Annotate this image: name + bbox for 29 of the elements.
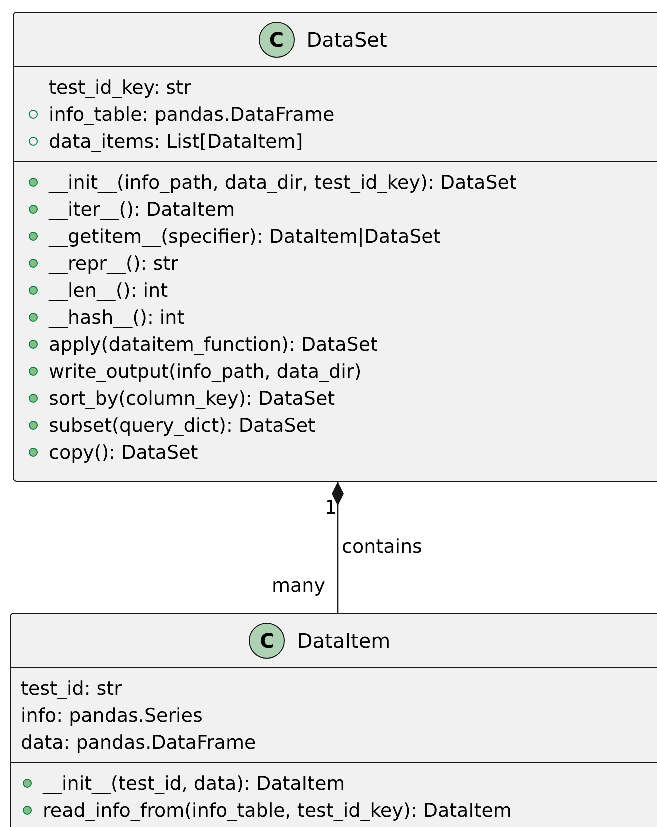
class-name: DataSet — [306, 28, 388, 52]
attribute: test_id: str — [21, 678, 122, 700]
method: __iter__(): DataItem — [49, 198, 236, 220]
attribute: test_id_key: str — [49, 76, 192, 98]
attribute: info_table: pandas.DataFrame — [49, 104, 335, 126]
method: __init__(test_id, data): DataItem — [43, 772, 346, 794]
method: write_output(info_path, data_dir) — [49, 360, 362, 382]
attribute: info: pandas.Series — [21, 704, 203, 726]
class-box — [10, 613, 657, 827]
edge-label: contains — [342, 536, 422, 558]
multiplicity: many — [272, 575, 326, 597]
method: read_info_from(info_table, test_id_key): DataItem — [43, 800, 512, 822]
method: copy(): DataSet — [49, 442, 198, 464]
class-spot: C — [258, 22, 295, 58]
method: subset(query_dict): DataSet — [49, 414, 316, 436]
attribute: data_items: List[DataItem] — [49, 130, 304, 152]
method: __init__(info_path, data_dir, test_id_key): DataSet — [49, 172, 517, 194]
composition-line — [332, 482, 344, 613]
attribute: data: pandas.DataFrame — [21, 732, 256, 754]
method: __hash__(): int — [49, 306, 185, 328]
method: apply(dataitem_function): DataSet — [49, 334, 378, 356]
class-spot: C — [249, 622, 286, 658]
class-box — [13, 12, 657, 482]
method: __len__(): int — [49, 280, 168, 302]
class-name: DataItem — [297, 628, 391, 652]
multiplicity: 1 — [325, 497, 338, 519]
method: __getitem__(specifier): DataItem|DataSet — [49, 226, 441, 248]
method: sort_by(column_key): DataSet — [49, 388, 336, 410]
method: __repr__(): str — [49, 252, 178, 274]
